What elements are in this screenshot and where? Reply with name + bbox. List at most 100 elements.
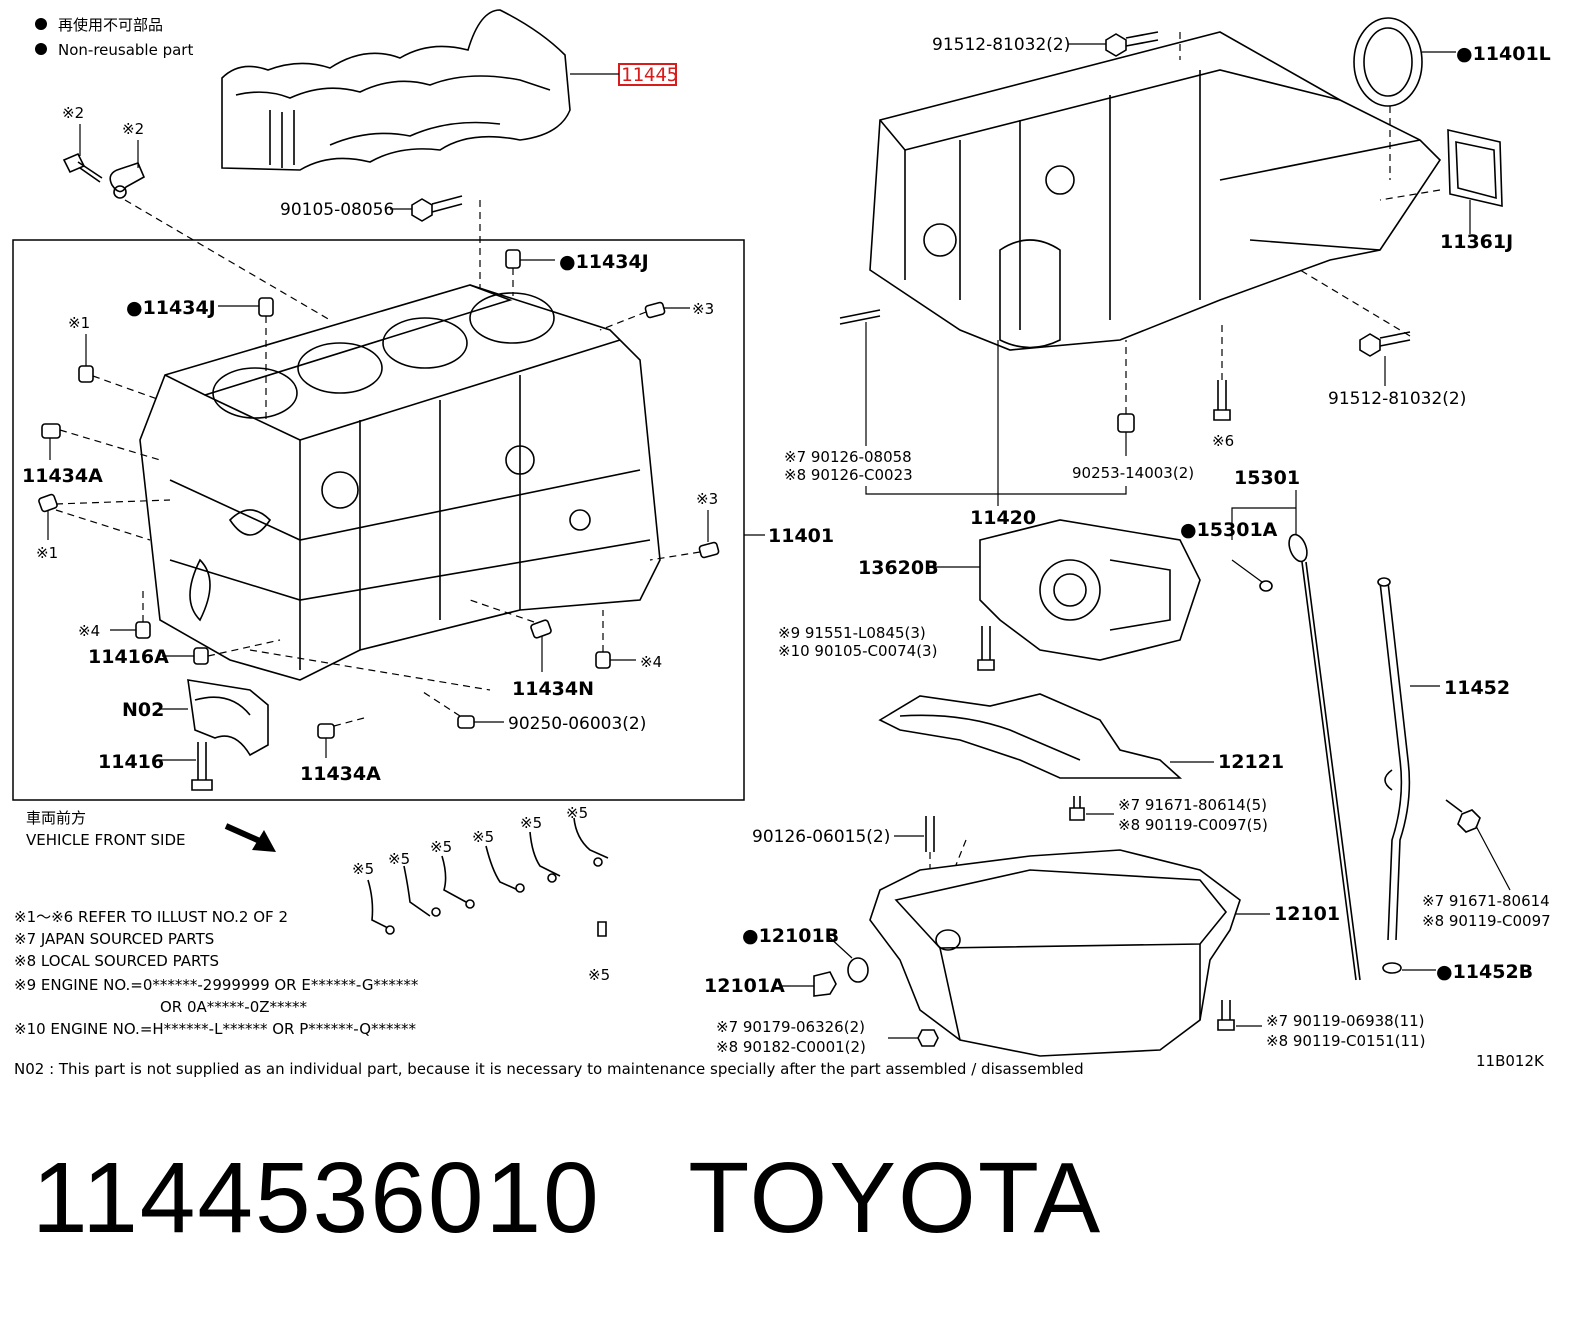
label-11401L[interactable]: ●11401L — [1456, 43, 1551, 65]
label-90119-06938[interactable]: ※7 90119-06938(11) — [1266, 1012, 1425, 1030]
note-line: OR 0A*****-0Z***** — [160, 998, 308, 1016]
label-91512-bottom[interactable]: 91512-81032(2) — [1328, 389, 1466, 409]
gasket-12101B[interactable] — [847, 957, 869, 983]
legend-non-reusable-en: Non-reusable part — [58, 41, 193, 59]
bolt-x6[interactable] — [1213, 380, 1231, 421]
legend: 再使用不可部品 Non-reusable part — [35, 16, 193, 59]
label-11434N[interactable]: 11434N — [512, 678, 594, 700]
callout-x5: ※5 — [588, 966, 610, 984]
bolt-11416[interactable] — [191, 742, 213, 791]
bolt-90119-06938[interactable] — [1217, 1000, 1235, 1031]
label-11434A-a[interactable]: 11434A — [22, 465, 103, 487]
label-12121[interactable]: 12121 — [1218, 751, 1284, 773]
label-91551-L0845[interactable]: ※9 91551-L0845(3) — [778, 624, 926, 642]
bolt-91671-b[interactable] — [1445, 799, 1481, 833]
label-90126-08058[interactable]: ※7 90126-08058 — [784, 448, 912, 466]
label-11434J-b[interactable]: ●11434J — [126, 297, 216, 319]
oil-pump-13620B-part[interactable] — [979, 519, 1201, 661]
pin-90250-06003[interactable] — [457, 715, 475, 729]
label-15301[interactable]: 15301 — [1234, 467, 1300, 489]
dowel-11434J-a[interactable] — [505, 249, 521, 269]
pin-90253-14003[interactable] — [1117, 413, 1135, 433]
note-line: ※1～※6 REFER TO ILLUST NO.2 OF 2 — [14, 908, 288, 926]
dipstick-guide-11452-part[interactable] — [1377, 577, 1411, 941]
label-90253-14003[interactable]: 90253-14003(2) — [1072, 464, 1194, 482]
part-caption: 1144536010 TOYOTA — [32, 1128, 1572, 1268]
oil-pan-12101-part[interactable] — [869, 849, 1241, 1057]
bearing-11416A[interactable] — [193, 647, 209, 665]
sleeve-11434A-b[interactable] — [317, 723, 335, 739]
front-side-en: VEHICLE FRONT SIDE — [26, 831, 186, 849]
label-12101B[interactable]: ●12101B — [742, 925, 839, 947]
sensor-x2-part[interactable] — [109, 162, 146, 199]
sleeve-11434N[interactable] — [530, 619, 552, 639]
non-reusable-dot-icon — [35, 43, 47, 55]
gasket-11361J[interactable] — [1447, 128, 1503, 208]
notes: ※1～※6 REFER TO ILLUST NO.2 OF 2 ※7 JAPAN… — [14, 908, 419, 1038]
stud-90126-06015[interactable] — [925, 816, 935, 852]
label-90119-a[interactable]: ※8 90119-C0097(5) — [1118, 816, 1268, 834]
dowel-x1-a[interactable] — [78, 365, 94, 383]
caption-brand: TOYOTA — [688, 1142, 1103, 1254]
label-12101A[interactable]: 12101A — [704, 975, 785, 997]
cylinder-block-part[interactable] — [139, 284, 661, 681]
oil-jets-x5-group[interactable] — [367, 817, 609, 937]
label-13620B[interactable]: 13620B — [858, 557, 939, 579]
label-11416[interactable]: 11416 — [98, 751, 164, 773]
oil-dipstick-15301-part[interactable] — [1286, 532, 1361, 981]
label-N02[interactable]: N02 — [122, 699, 164, 721]
dowel-x4-b[interactable] — [595, 651, 611, 669]
seal-11401L[interactable] — [1353, 17, 1423, 107]
label-11361J[interactable]: 11361J — [1440, 231, 1513, 253]
label-11434J-a[interactable]: ●11434J — [559, 251, 649, 273]
o-ring-11452B[interactable] — [1382, 962, 1402, 974]
drain-plug-12101A[interactable] — [813, 971, 837, 997]
dowel-x3-b[interactable] — [698, 541, 720, 559]
callout-x4-b: ※4 — [640, 653, 662, 671]
label-90119-C0151[interactable]: ※8 90119-C0151(11) — [1266, 1032, 1425, 1050]
label-15301A[interactable]: ●15301A — [1180, 519, 1278, 541]
label-90182-C0001[interactable]: ※8 90182-C0001(2) — [716, 1038, 866, 1056]
label-11452[interactable]: 11452 — [1444, 677, 1510, 699]
callout-x5: ※5 — [566, 804, 588, 822]
crankcase-11420-part[interactable] — [869, 31, 1442, 351]
label-91671-a[interactable]: ※7 91671-80614(5) — [1118, 796, 1267, 814]
bolt-91512-top[interactable] — [1105, 31, 1159, 57]
bearing-cap-N02[interactable] — [187, 679, 269, 757]
water-jacket-spacer-part[interactable] — [221, 9, 571, 171]
nut-90179-06326[interactable] — [917, 1029, 939, 1047]
bolt-x2-part[interactable] — [62, 152, 103, 183]
baffle-plate-12121-part[interactable] — [878, 693, 1183, 779]
highlighted-part-label[interactable]: 11445 — [621, 64, 678, 86]
parts-diagram: 再使用不可部品 Non-reusable part 11445 ※2 ※2 90… — [12, 9, 1551, 1078]
label-91512-top[interactable]: 91512-81032(2) — [932, 35, 1070, 55]
bolt-91551-L0845[interactable] — [977, 626, 995, 671]
sleeve-11434A-a[interactable] — [41, 423, 61, 439]
stud-90126-08058[interactable] — [839, 309, 881, 325]
label-90179-06326[interactable]: ※7 90179-06326(2) — [716, 1018, 865, 1036]
note-line: ※10 ENGINE NO.=H******-L****** OR P*****… — [14, 1020, 417, 1038]
label-11434A-b[interactable]: 11434A — [300, 763, 381, 785]
label-11420[interactable]: 11420 — [970, 507, 1036, 529]
callout-x1-a: ※1 — [68, 314, 90, 332]
dowel-x3-a[interactable] — [644, 301, 666, 319]
dowel-x1-b[interactable] — [38, 493, 58, 513]
bolt-91512-bottom[interactable] — [1359, 331, 1411, 357]
label-90105-C0074[interactable]: ※10 90105-C0074(3) — [778, 642, 937, 660]
bolt-90105-08056-part[interactable] — [411, 195, 463, 222]
label-91671-b[interactable]: ※7 91671-80614 — [1422, 892, 1550, 910]
dowel-x4-a[interactable] — [135, 621, 151, 639]
o-ring-15301A[interactable] — [1259, 580, 1273, 592]
label-90250-06003[interactable]: 90250-06003(2) — [508, 714, 646, 734]
label-90126-06015[interactable]: 90126-06015(2) — [752, 827, 890, 847]
dowel-11434J-b[interactable] — [258, 297, 274, 317]
label-11452B[interactable]: ●11452B — [1436, 961, 1533, 983]
label-90105-08056[interactable]: 90105-08056 — [280, 200, 394, 220]
bolt-91671-a[interactable] — [1069, 796, 1085, 821]
label-11416A[interactable]: 11416A — [88, 646, 169, 668]
label-90126-C0023[interactable]: ※8 90126-C0023 — [784, 466, 913, 484]
label-90119-b[interactable]: ※8 90119-C0097 — [1422, 912, 1551, 930]
illustration-code: 11B012K — [1476, 1052, 1545, 1070]
label-12101[interactable]: 12101 — [1274, 903, 1340, 925]
label-11401[interactable]: 11401 — [768, 525, 834, 547]
